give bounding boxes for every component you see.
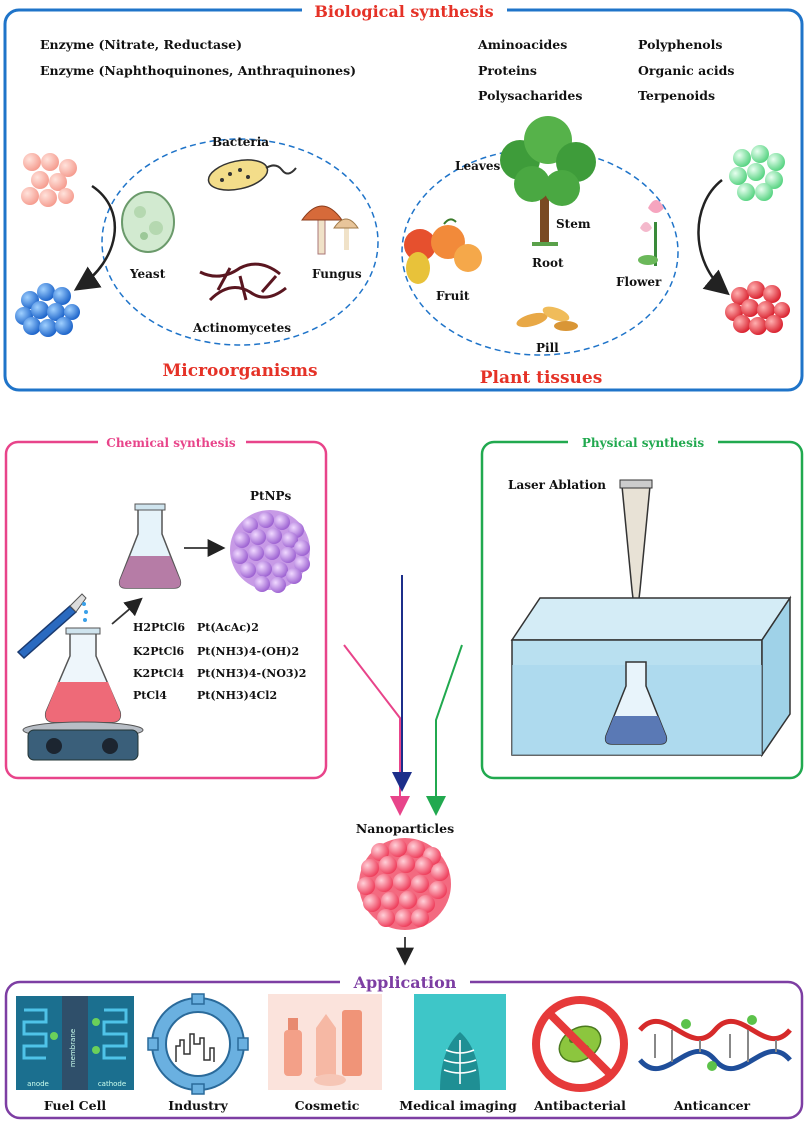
application-label-anticancer: Anticancer [673,1098,751,1113]
fungus-illustration [301,205,359,255]
label-root: Root [532,256,564,270]
fuel-cell-membrane-text: membrane [69,1029,77,1067]
microorganisms-label: Microorganisms [162,361,317,381]
application-label-fuel-cell: Fuel Cell [44,1098,106,1113]
label-flower: Flower [616,275,662,289]
precursor-pt-nh3-no3: Pt(NH3)4-(NO3)2 [197,667,306,680]
enzyme-line-1: Enzyme (Nitrate, Reductase) [40,37,242,52]
physical-title: Physical synthesis [582,436,705,450]
biological-title: Biological synthesis [314,2,493,21]
compound-proteins: Proteins [478,63,537,78]
cosmetic-icon [268,994,382,1090]
ptnps-cluster [230,510,310,593]
chemical-arrow [343,644,410,816]
medical-imaging-icon [414,994,506,1090]
fuel-cell-cathode-text: cathode [98,1080,126,1088]
application-panel: Application membrane anode cathode Fuel … [4,970,804,1120]
application-label-medical-imaging: Medical imaging [399,1098,517,1113]
precursor-ptcl4: PtCl4 [133,689,167,702]
label-fruit: Fruit [436,289,470,303]
precursor-k2ptcl4: K2PtCl4 [133,667,185,680]
application-label-cosmetic: Cosmetic [295,1098,360,1113]
biological-panel: Biological synthesis Enzyme (Nitrate, Re… [3,0,804,392]
application-label-industry: Industry [168,1098,228,1113]
label-bacteria: Bacteria [212,135,269,149]
yeast-illustration [121,191,175,253]
compound-aminoacides: Aminoacides [477,37,567,52]
pipette-illustration [16,593,88,660]
nanoparticle-cluster-blue [15,283,80,337]
stir-to-flask-arrow [111,597,143,625]
bio-right-arrow [697,179,730,296]
ptnps-label: PtNPs [250,489,292,503]
precursor-list-col2: Pt(AcAc)2 Pt(NH3)4-(OH)2 Pt(NH3)4-(NO3)2… [197,621,306,702]
bacteria-illustration [207,159,297,191]
fuel-cell-anode-text: anode [27,1080,49,1088]
label-leaves: Leaves [455,159,500,173]
compound-polysacharides: Polysacharides [478,88,582,103]
chemical-title: Chemical synthesis [106,436,236,450]
pill-illustration [516,306,578,331]
hot-plate [22,721,144,761]
fuel-cell-icon: membrane anode cathode [16,996,134,1090]
anticancer-dna-icon [638,1015,792,1071]
precursor-pt-nh3-cl2: Pt(NH3)4Cl2 [197,689,277,702]
label-pill: Pill [536,341,559,355]
precursor-list-col1: H2PtCl6 K2PtCl6 K2PtCl4 PtCl4 [133,621,185,702]
precursor-cluster-peach [21,153,77,207]
physical-panel: Physical synthesis Laser Ablation [480,432,804,780]
label-yeast: Yeast [129,267,166,281]
microorganism-ellipse [101,138,379,346]
flower-illustration [638,200,664,266]
precursor-k2ptcl6: K2PtCl6 [133,645,185,658]
label-actinomycetes: Actinomycetes [192,321,291,335]
tree-illustration [500,116,596,246]
physical-arrow [426,644,463,816]
chemical-panel: Chemical synthesis PtNPs [4,432,328,780]
precursor-h2ptcl6: H2PtCl6 [133,621,185,634]
precursor-pt-acac: Pt(AcAc)2 [197,621,259,634]
laser-ablation-label: Laser Ablation [508,478,606,492]
label-stem: Stem [556,217,591,231]
nanoparticle-sphere [357,838,451,930]
label-fungus: Fungus [312,267,362,281]
compound-organic-acids: Organic acids [638,63,734,78]
actinomycetes-illustration [199,262,287,302]
bio-left-arrow [73,184,116,291]
nanoparticle-cluster-red [725,281,790,335]
reaction-flask [118,503,182,589]
application-label-antibacterial: Antibacterial [533,1098,626,1113]
enzyme-line-2: Enzyme (Naphthoquinones, Anthraquinones) [40,63,356,78]
tank-flask [604,661,668,745]
plant-tissues-label: Plant tissues [480,368,603,388]
nanoparticles-label: Nanoparticles [356,821,454,836]
antibacterial-icon [532,996,628,1092]
application-title: Application [353,973,457,992]
precursor-cluster-mint [729,145,785,201]
precursor-pt-nh3-oh: Pt(NH3)4-(OH)2 [197,645,299,658]
fruit-illustration [404,218,482,284]
stirrer-flask [44,627,122,723]
compound-polyphenols: Polyphenols [638,37,722,52]
industry-gear-icon [147,993,249,1095]
compound-terpenoids: Terpenoids [638,88,715,103]
